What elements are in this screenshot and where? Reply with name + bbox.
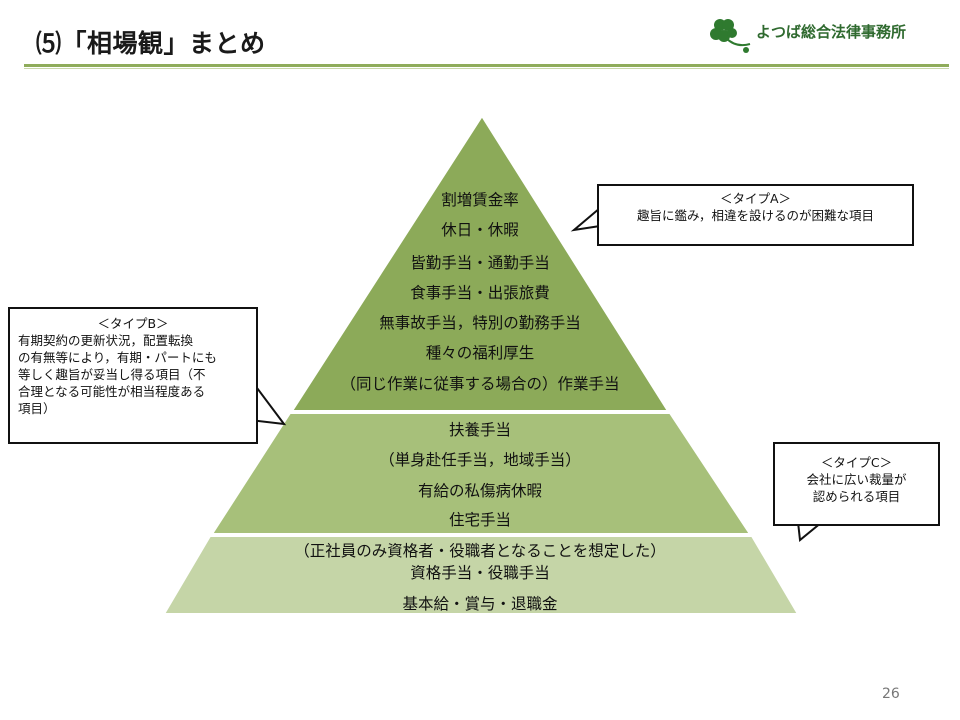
page-number: 26 (882, 686, 900, 702)
pyramid-bottom-tier (162, 535, 800, 615)
callout-b-line: の有無等により，有期・パートにも (18, 350, 217, 365)
pyramid-top-line: 休日・休暇 (441, 221, 519, 239)
callout-b-line: 等しく趣旨が妥当し得る項目（不 (18, 367, 206, 382)
pyramid-top-line: 皆勤手当・通勤手当 (410, 254, 550, 272)
pyramid-top-line: 無事故手当，特別の勤務手当 (379, 314, 581, 332)
pyramid-top-line: 食事手当・出張旅費 (410, 284, 550, 302)
pyramid-bottom-line: 基本給・賞与・退職金 (402, 595, 558, 613)
firm-logo: よつば総合法律事務所 (706, 14, 946, 54)
pyramid-top-line: 割増賃金率 (441, 191, 519, 209)
pyramid-middle-line: （単身赴任手当，地域手当） (379, 451, 581, 469)
logo-text: よつば総合法律事務所 (756, 23, 907, 41)
callout-c-heading: ＜タイプC＞ (820, 455, 893, 470)
clover-icon (710, 19, 751, 53)
header-rule-thin (24, 68, 949, 69)
pyramid-bottom-line: （正社員のみ資格者・役職者となることを想定した） (294, 542, 666, 560)
pyramid-middle-line: 扶養手当 (448, 421, 511, 439)
callout-b-line: 有期契約の更新状況，配置転換 (18, 333, 194, 348)
pyramid-top-line: 種々の福利厚生 (425, 344, 535, 362)
callout-c-line: 認められる項目 (812, 489, 901, 504)
pyramid-middle-line: 有給の私傷病休暇 (417, 482, 542, 500)
pyramid-middle-tier (210, 412, 752, 535)
pyramid-bottom-line: 資格手当・役職手当 (410, 564, 550, 582)
pyramid-top-tier (290, 114, 670, 412)
callout-a-heading: ＜タイプA＞ (719, 191, 792, 206)
callout-type-b: ＜タイプB＞ 有期契約の更新状況，配置転換 の有無等により，有期・パートにも 等… (8, 307, 258, 444)
callout-b-line: 合理となる可能性が相当程度ある (18, 384, 206, 399)
callout-a-body: 趣旨に鑑み，相違を設けるのが困難な項目 (636, 208, 874, 223)
callout-c-line: 会社に広い裁量が (806, 472, 907, 487)
callout-type-c: ＜タイプC＞ 会社に広い裁量が 認められる項目 (773, 442, 940, 526)
callout-b-heading: ＜タイプB＞ (97, 316, 169, 331)
callout-type-a: ＜タイプA＞ 趣旨に鑑み，相違を設けるのが困難な項目 (597, 184, 914, 246)
callout-b-line: 項目） (18, 401, 56, 416)
pyramid-middle-line: 住宅手当 (448, 511, 511, 529)
page-title: ⑸「相場観」まとめ (36, 29, 266, 58)
header-rule (24, 64, 949, 67)
pyramid-top-line: （同じ作業に従事する場合の）作業手当 (340, 375, 620, 393)
